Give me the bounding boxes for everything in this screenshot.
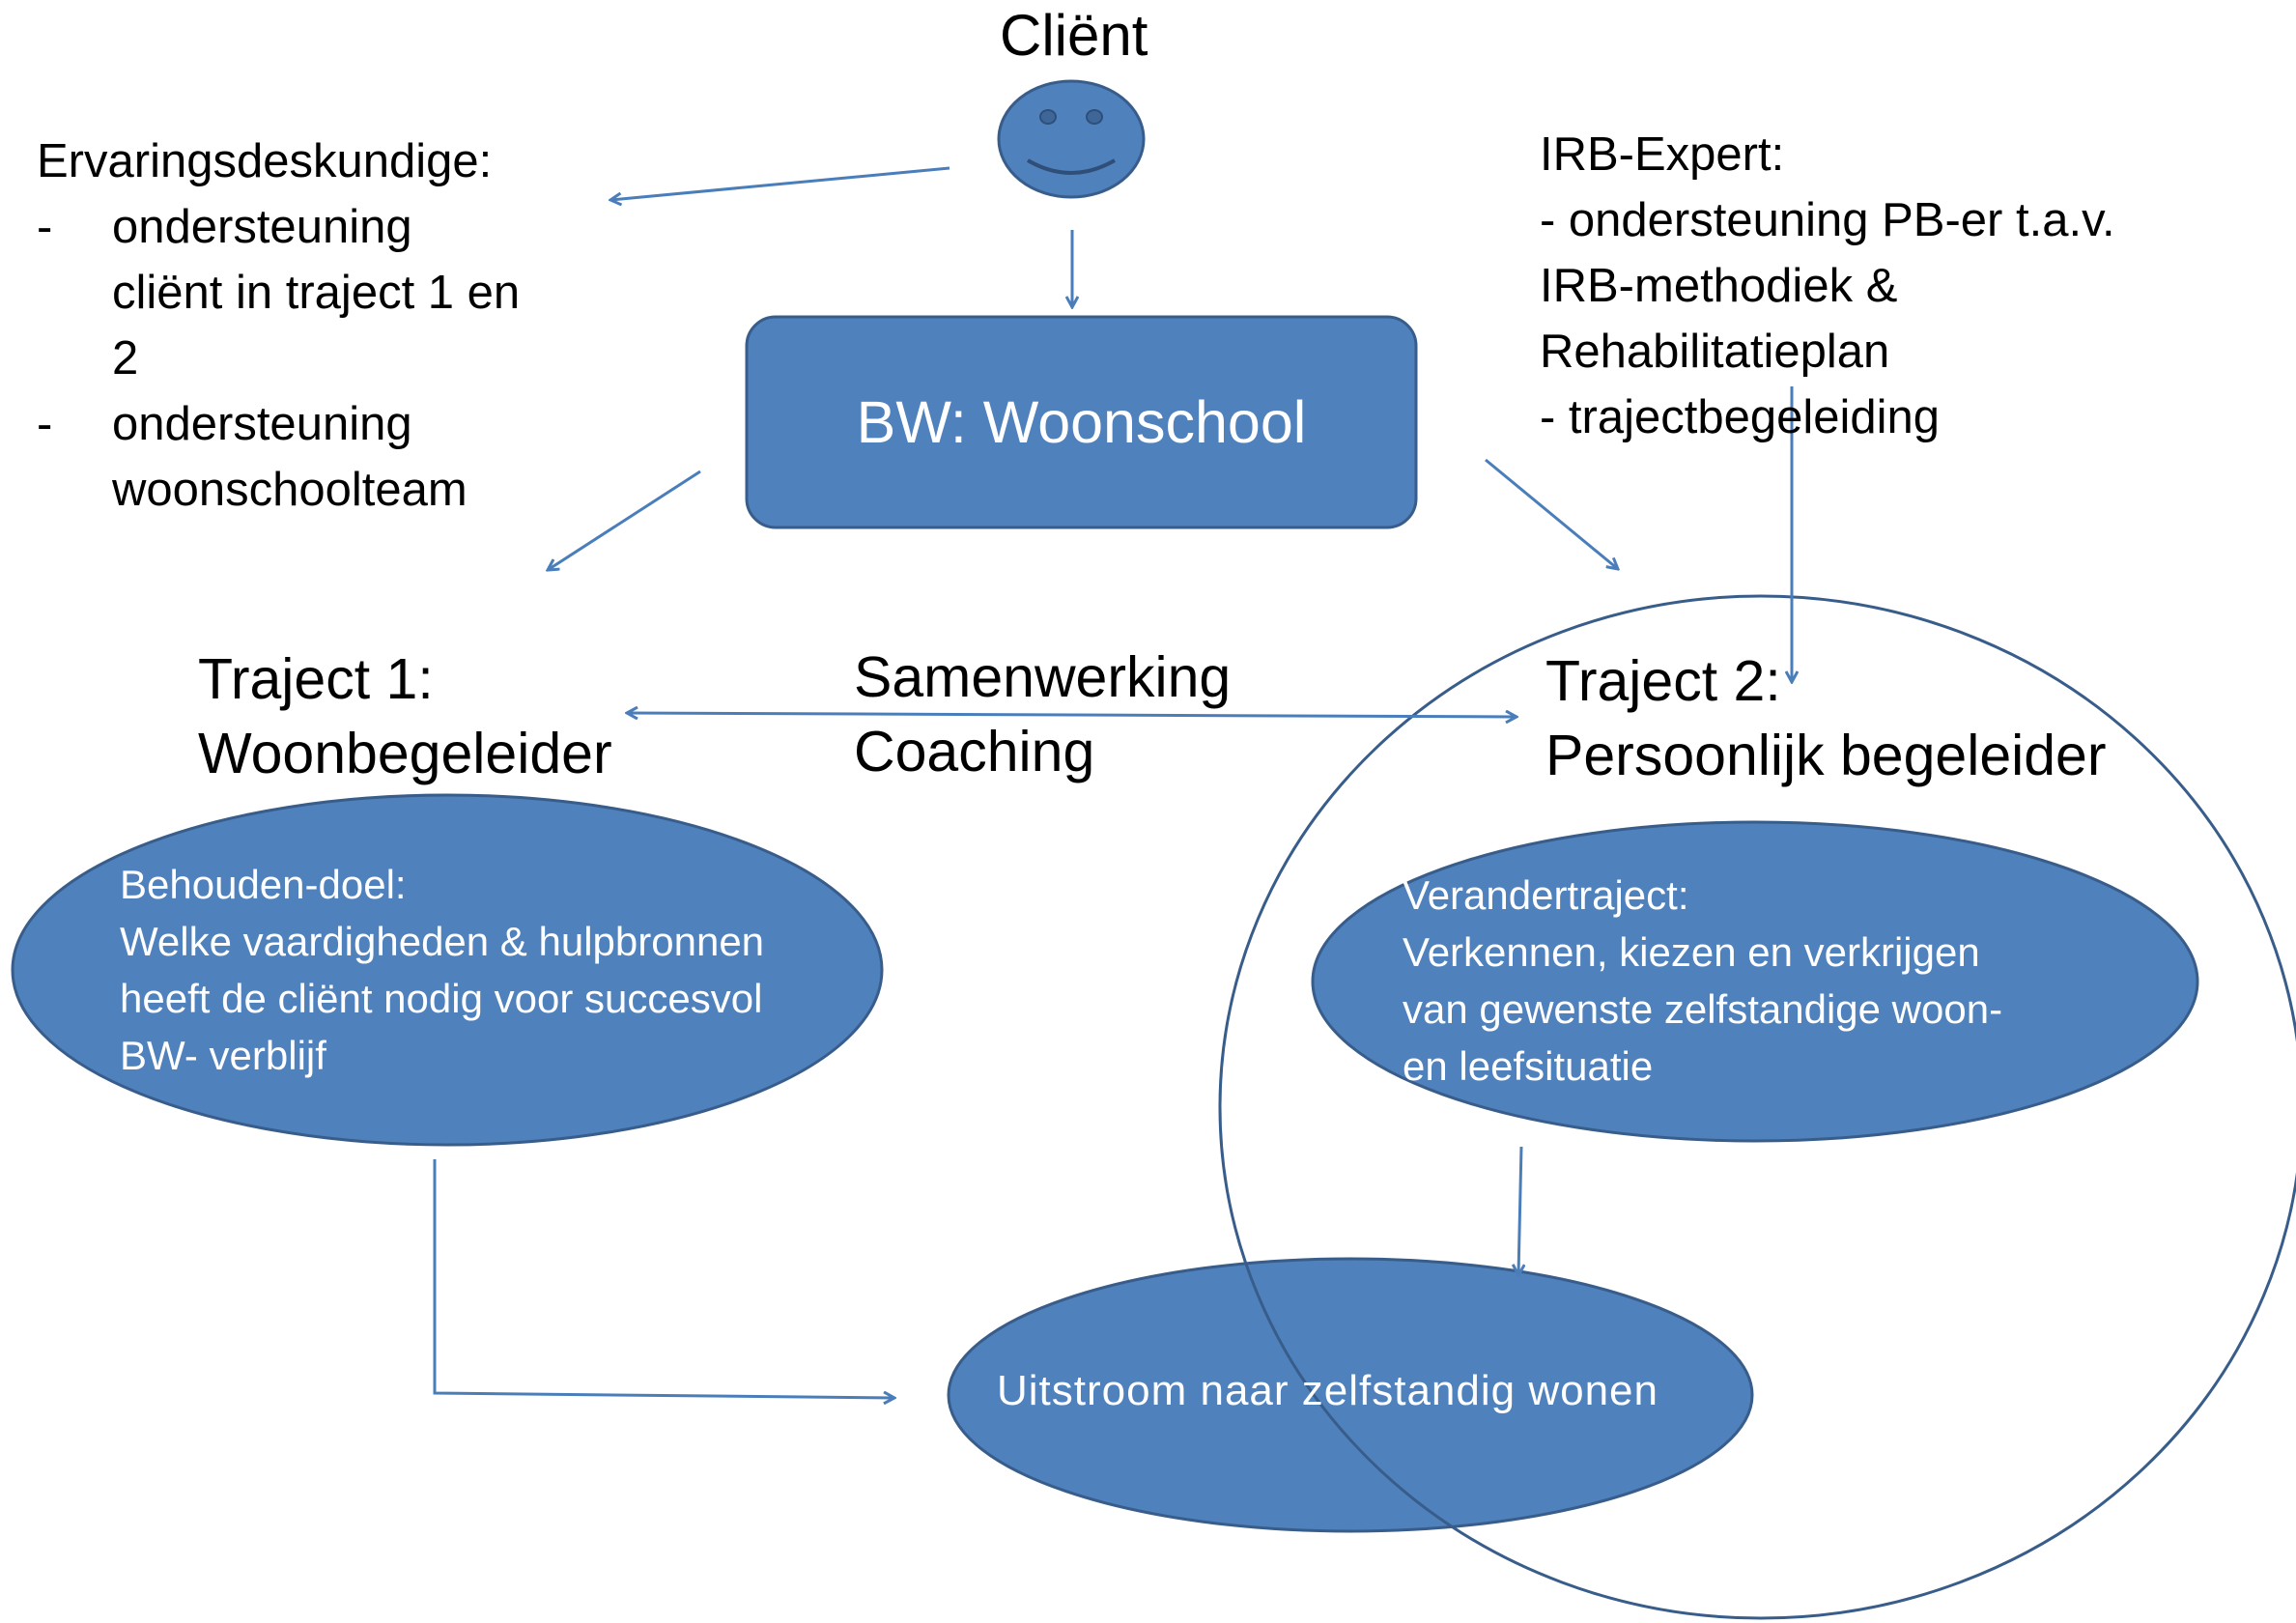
arrow-woonschool-to-traject-1 [548,470,701,570]
client-face-icon [997,79,1146,199]
arrow-samenwerking [627,713,1516,717]
arrow-woonschool-to-traject-2 [1485,458,1618,569]
woonschool-label: BW: Woonschool [856,389,1307,455]
uitstroom-label: Uitstroom naar zelfstandig wonen [997,1367,1658,1414]
ervaringsdeskundige-bullet-1: -ondersteuning [37,201,412,253]
behouden-doel-text: Behouden-doel: Welke vaardigheden & hulp… [120,862,765,1078]
ervaringsdeskundige-title: Ervaringsdeskundige: [37,135,493,187]
traject-2-circle [1218,594,2296,1620]
arrow-verandertraject-to-uitstroom [1518,1146,1521,1275]
arrow-behouden-doel-to-uitstroom [433,1159,894,1398]
woonschool-box [745,315,1418,529]
traject-1-label: Traject 1: Woonbegeleider [198,647,612,785]
behouden-doel-ellipse [11,793,884,1147]
arrow-client-to-ervaringsdeskundige [610,166,950,200]
traject-2-label: Traject 2: Persoonlijk begeleider [1545,649,2107,787]
irb-expert-block: IRB-Expert: - ondersteuning PB-er t.a.v.… [1540,122,2115,450]
samenwerking-label: Samenwerking Coaching [854,645,1232,783]
verandertraject-text: Verandertraject: Verkennen, kiezen en ve… [1403,872,2003,1089]
ervaringsdeskundige-block: Ervaringsdeskundige: -ondersteuning clië… [37,128,520,523]
client-label: Cliënt [1000,3,1148,68]
uitstroom-ellipse [947,1257,1754,1533]
verandertraject-ellipse [1311,820,2199,1143]
irb-expert-title: IRB-Expert: [1540,128,1785,181]
ervaringsdeskundige-bullet-2: -ondersteuning [37,398,412,450]
